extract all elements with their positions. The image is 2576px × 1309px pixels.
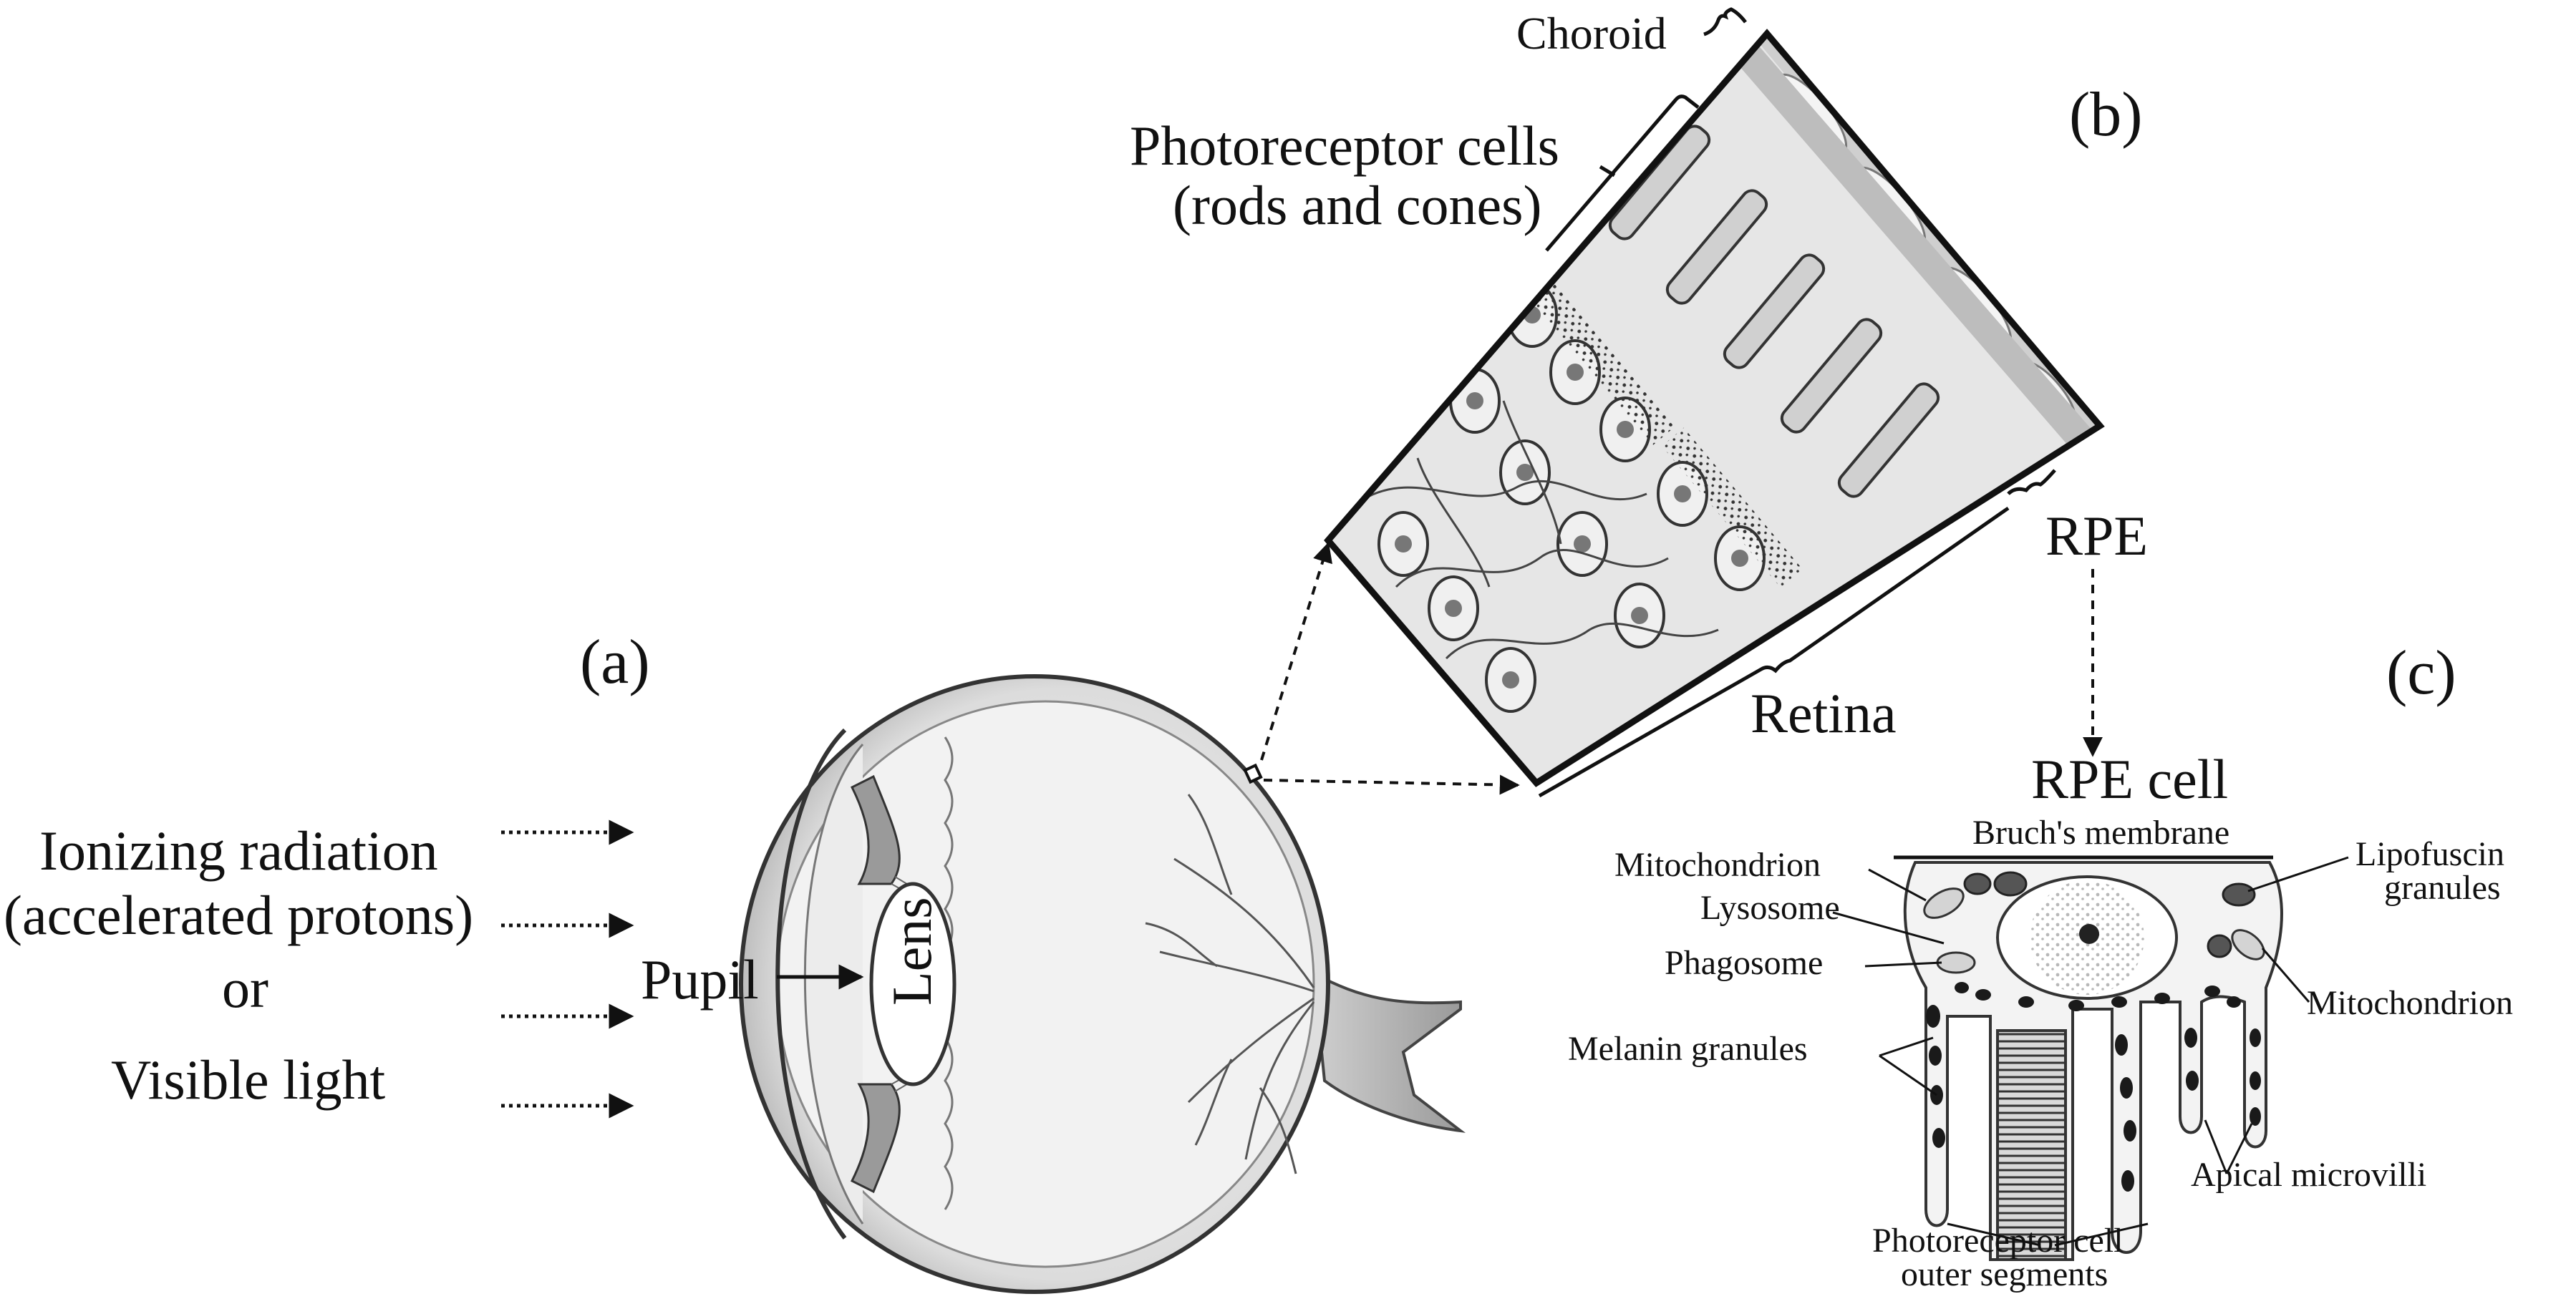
outer-segments-label-line2: outer segments xyxy=(1901,1255,2108,1293)
rpe-cell-title: RPE cell xyxy=(2031,748,2229,810)
visible-light-label: Visible light xyxy=(111,1048,386,1111)
retina-section xyxy=(1324,29,2105,787)
lens-label: Lens xyxy=(881,897,943,1006)
or-label: or xyxy=(222,957,268,1019)
rpe-cell-illustration xyxy=(1832,855,2349,1261)
mitochondrion-left-label: Mitochondrion xyxy=(1614,846,1821,884)
retina-sample-marker xyxy=(1243,763,1263,784)
eye-illustration xyxy=(739,674,1466,1294)
bruchs-membrane-label: Bruch's membrane xyxy=(1972,814,2230,852)
photoreceptor-label-line1: Photoreceptor cells xyxy=(1130,115,1559,177)
radiation-label-line2: (accelerated protons) xyxy=(4,884,474,946)
choroid-label: Choroid xyxy=(1516,8,1667,59)
panel-label-b: (b) xyxy=(2069,80,2143,150)
zoom-lines xyxy=(1260,542,2103,795)
melanin-granules-label: Melanin granules xyxy=(1568,1030,1808,1068)
panel-label-c: (c) xyxy=(2386,638,2456,708)
lipofuscin-label-line1: Lipofuscin xyxy=(2355,835,2504,873)
rpe-label: RPE xyxy=(2045,505,2149,567)
phagosome-label: Phagosome xyxy=(1665,944,1824,982)
retina-frame xyxy=(1324,29,2105,787)
mitochondrion-right-label: Mitochondrion xyxy=(2307,984,2513,1022)
lens-shape xyxy=(869,882,957,1086)
photoreceptor-label-line2: (rods and cones) xyxy=(1173,174,1542,236)
lysosome-label: Lysosome xyxy=(1700,889,1840,927)
lipofuscin-label-line2: granules xyxy=(2384,869,2501,907)
panel-label-a: (a) xyxy=(580,628,650,697)
radiation-label-line1: Ionizing radiation xyxy=(39,819,438,882)
outer-segments-label-line1: Photoreceptor cell xyxy=(1872,1222,2124,1260)
retina-label: Retina xyxy=(1751,682,1897,744)
radiation-arrows xyxy=(501,819,634,1119)
retina-braces xyxy=(1538,7,2056,798)
apical-microvilli-label: Apical microvilli xyxy=(2191,1156,2427,1194)
pupil-label: Pupil xyxy=(641,948,759,1011)
